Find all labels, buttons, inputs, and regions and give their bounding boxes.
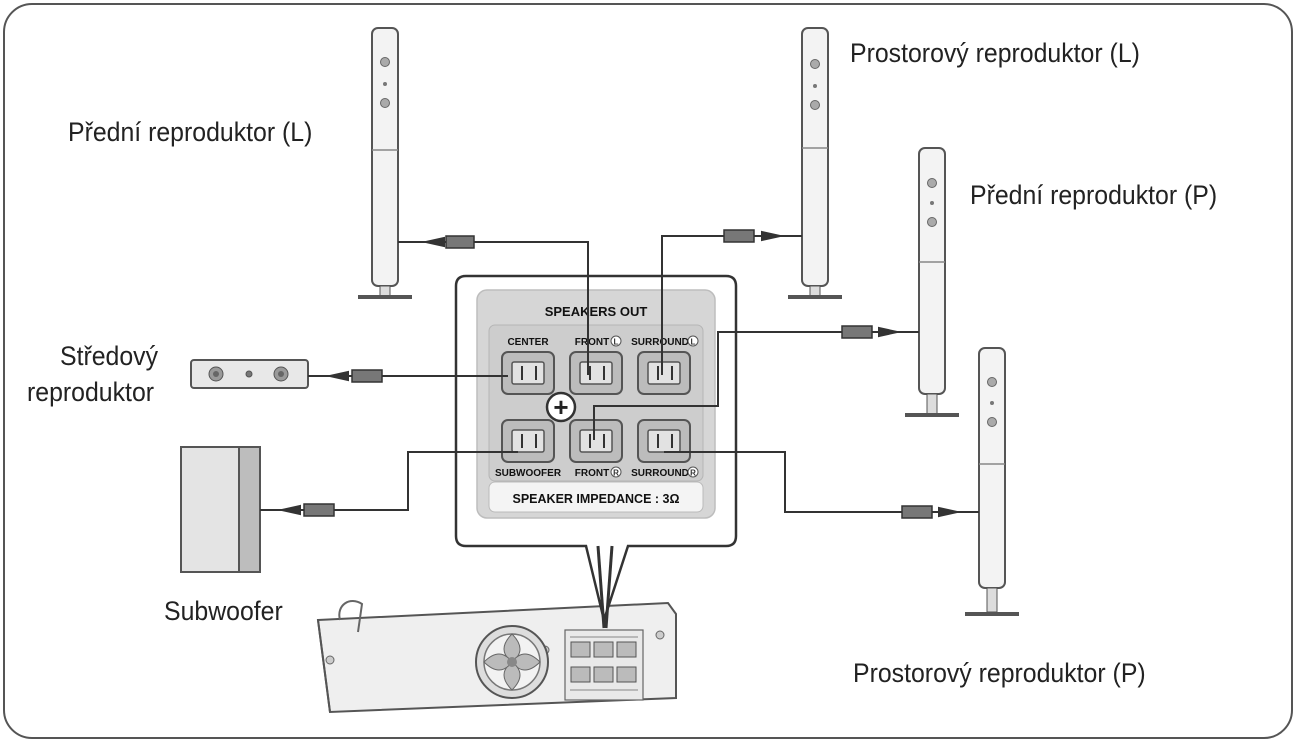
center-terminal-label: CENTER <box>507 337 549 348</box>
subwoofer-terminal-label: SUBWOOFER <box>495 468 562 479</box>
center-speaker-label-line2: reproduktor <box>27 377 155 407</box>
front-left-badge: L <box>614 338 619 347</box>
center-speaker <box>190 359 309 389</box>
surround-right-terminal-label: SURROUND <box>631 468 689 479</box>
center-speaker-label-line1: Středový <box>60 341 159 371</box>
front-right-badge: R <box>613 469 619 478</box>
speaker-impedance-label: SPEAKER IMPEDANCE : 3Ω <box>513 492 680 506</box>
terminals <box>501 351 691 463</box>
center-terminal <box>501 351 555 395</box>
front-right-speaker <box>905 147 959 417</box>
plus-glyph: + <box>553 392 568 422</box>
subwoofer-terminal <box>501 419 555 463</box>
surround-left-badge-bg <box>687 335 699 347</box>
front-left-terminal <box>569 351 623 395</box>
surround-left-terminal-label: SURROUND <box>631 337 689 348</box>
front-left-speaker <box>358 27 412 299</box>
front-right-terminal <box>569 419 623 463</box>
surround-left-speaker <box>788 27 842 299</box>
surround-left-terminal <box>637 351 691 395</box>
front-right-badge-bg <box>610 466 622 478</box>
surround-right-badge-bg <box>687 466 699 478</box>
wires <box>260 229 979 629</box>
surround-right-badge: R <box>690 469 696 478</box>
subwoofer-box <box>180 446 261 573</box>
surround-right-terminal <box>637 419 691 463</box>
main-unit <box>316 600 677 714</box>
mini-terminal-block <box>564 629 644 701</box>
front-right-speaker-label: Přední reproduktor (P) <box>970 180 1218 210</box>
surround-right-speaker <box>965 347 1019 616</box>
front-right-terminal-label: FRONT <box>575 468 609 479</box>
front-left-speaker-label: Přední reprodukto​r (L) <box>68 117 313 147</box>
surround-left-badge: L <box>691 338 696 347</box>
plus-icon: + <box>545 391 577 423</box>
panel-title: SPEAKERS OUT <box>545 304 648 319</box>
surround-left-speaker-label: Prostorový reproduktor (L) <box>850 38 1140 68</box>
front-left-terminal-label: FRONT <box>575 337 609 348</box>
surround-right-speaker-label: Prostorový reproduktor (P) <box>853 658 1146 688</box>
left-badge-bg <box>610 335 622 347</box>
subwoofer-label: Subwoofer <box>164 596 283 626</box>
fan-icon <box>475 625 549 699</box>
